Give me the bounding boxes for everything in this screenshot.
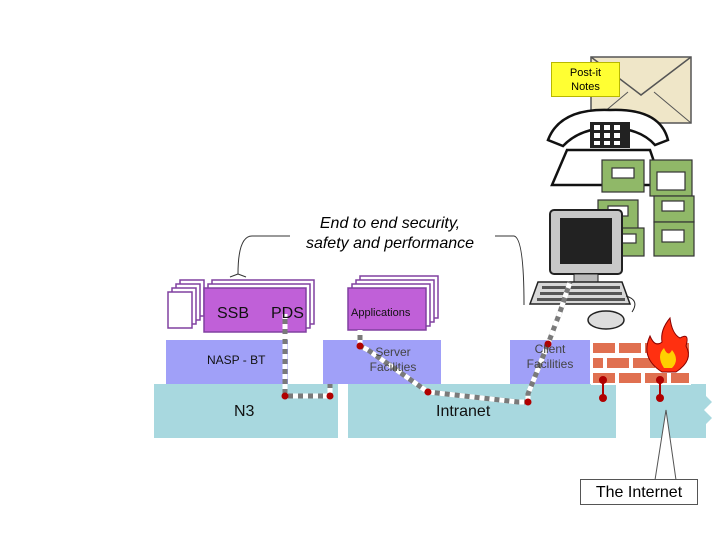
intranet-label: Intranet xyxy=(436,403,491,420)
nasp-band xyxy=(166,340,288,384)
postit-note: Post-it Notes xyxy=(551,62,620,97)
applications-stack xyxy=(347,275,439,331)
server-line-1: Server xyxy=(375,345,411,359)
pds-label: PDS xyxy=(271,305,304,322)
heading-line-1: End to end security, xyxy=(319,215,461,232)
client-facilities-label: Client Facilities xyxy=(512,342,588,372)
ssb-label: SSB xyxy=(217,305,250,322)
flame-icon xyxy=(646,316,689,373)
applications-label: Applications xyxy=(351,307,411,319)
intranet-network xyxy=(348,384,616,438)
heading-line-2: safety and performance xyxy=(305,235,475,252)
postit-line-1: Post-it xyxy=(569,67,602,79)
computer-icon xyxy=(528,209,636,330)
security-heading: End to end security, safety and performa… xyxy=(280,214,500,254)
n3-label: N3 xyxy=(234,403,255,420)
postit-line-2: Notes xyxy=(571,81,600,93)
client-line-2: Facilities xyxy=(526,357,574,371)
nasp-label: NASP - BT xyxy=(207,353,266,367)
server-facilities-label: Server Facilities xyxy=(358,345,428,375)
ssb-pds-stack xyxy=(167,279,315,333)
client-facilities-band xyxy=(510,340,590,384)
n3-network xyxy=(154,384,338,438)
internet-callout: The Internet xyxy=(580,479,698,505)
server-line-2: Facilities xyxy=(369,360,417,374)
client-line-1: Client xyxy=(534,342,566,356)
